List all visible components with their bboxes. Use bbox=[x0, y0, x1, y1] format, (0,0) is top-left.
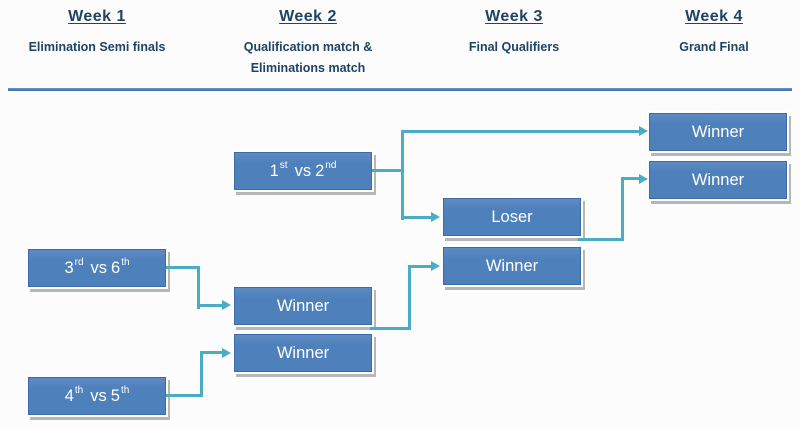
connector-line bbox=[401, 130, 639, 133]
week-1-header: Week 1 Elimination Semi finals bbox=[7, 8, 187, 58]
connector-line bbox=[411, 265, 431, 268]
connector-line bbox=[372, 169, 403, 172]
seed-number: 1 bbox=[270, 162, 279, 181]
connector-arrow-icon bbox=[431, 212, 440, 222]
week-title: Week 2 bbox=[222, 8, 394, 26]
week-subtitle: Elimination Semi finals bbox=[7, 37, 187, 58]
vs-separator: vs bbox=[90, 387, 107, 406]
winner-box-week3: Winner bbox=[443, 247, 581, 285]
seed-number: 2 bbox=[315, 162, 324, 181]
result-label: Loser bbox=[491, 208, 532, 227]
connector-line bbox=[200, 351, 203, 397]
winner-box-week4-top: Winner bbox=[649, 113, 787, 151]
result-label: Winner bbox=[486, 257, 538, 276]
loser-box-week3: Loser bbox=[443, 198, 581, 236]
winner-box-week4-bottom: Winner bbox=[649, 161, 787, 199]
connector-line bbox=[197, 266, 200, 309]
result-label: Winner bbox=[277, 344, 329, 363]
connector-line bbox=[197, 304, 223, 307]
seed-number: 4 bbox=[65, 387, 74, 406]
week-title: Week 1 bbox=[7, 8, 187, 26]
connector-arrow-icon bbox=[639, 126, 648, 136]
connector-line bbox=[624, 177, 639, 180]
connector-line bbox=[166, 394, 203, 397]
match-box-3rd-vs-6th: 3rdvs6th bbox=[28, 249, 166, 287]
connector-line bbox=[408, 265, 411, 330]
connector-arrow-icon bbox=[639, 174, 648, 184]
connector-arrow-icon bbox=[222, 348, 231, 358]
seed-number: 5 bbox=[111, 387, 120, 406]
seed-number: 3 bbox=[64, 259, 73, 278]
match-box-4th-vs-5th: 4thvs5th bbox=[28, 377, 166, 415]
week-subtitle: Grand Final bbox=[628, 37, 800, 58]
winner-box-week2-top: Winner bbox=[234, 287, 372, 325]
result-label: Winner bbox=[692, 171, 744, 190]
week-subtitle: Final Qualifiers bbox=[428, 37, 600, 58]
week-title: Week 3 bbox=[428, 8, 600, 26]
seed-number: 6 bbox=[111, 259, 120, 278]
connector-line bbox=[370, 327, 411, 330]
week-subtitle: Qualification match & Eliminations match bbox=[222, 37, 394, 78]
connector-line bbox=[166, 266, 200, 269]
winner-box-week2-bottom: Winner bbox=[234, 334, 372, 372]
result-label: Winner bbox=[692, 123, 744, 142]
header-divider-line bbox=[8, 88, 792, 91]
result-label: Winner bbox=[277, 297, 329, 316]
vs-separator: vs bbox=[295, 162, 312, 181]
week-4-header: Week 4 Grand Final bbox=[628, 8, 800, 58]
connector-arrow-icon bbox=[222, 300, 231, 310]
connector-line bbox=[401, 216, 432, 219]
connector-line bbox=[621, 177, 624, 241]
match-box-1st-vs-2nd: 1stvs2nd bbox=[234, 152, 372, 190]
vs-separator: vs bbox=[91, 259, 108, 278]
connector-line bbox=[401, 130, 404, 220]
connector-line bbox=[200, 351, 222, 354]
connector-line bbox=[578, 238, 624, 241]
connector-arrow-icon bbox=[431, 261, 440, 271]
week-2-header: Week 2 Qualification match & Elimination… bbox=[222, 8, 394, 78]
week-title: Week 4 bbox=[628, 8, 800, 26]
week-3-header: Week 3 Final Qualifiers bbox=[428, 8, 600, 58]
